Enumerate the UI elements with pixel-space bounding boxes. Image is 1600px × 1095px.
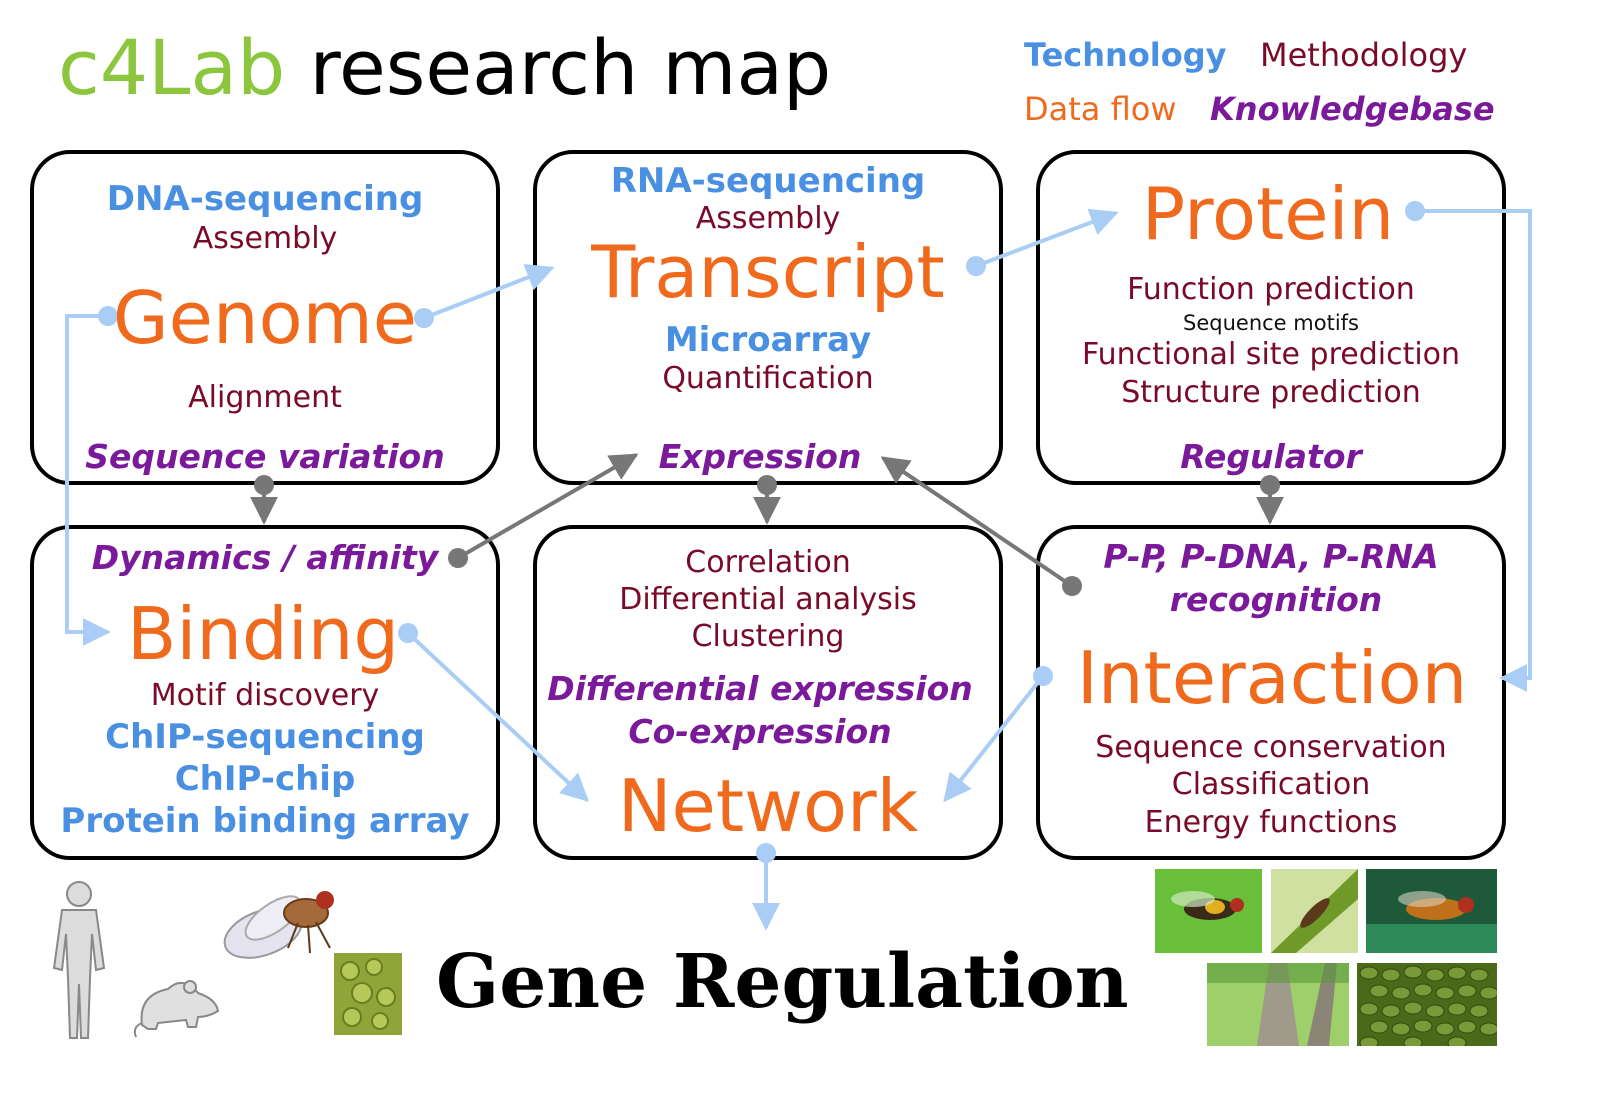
network-differential-analysis: Differential analysis	[619, 582, 917, 617]
arrow-interaction-to-network	[943, 674, 1045, 803]
protein-function-prediction: Function prediction	[1127, 272, 1415, 307]
interaction-box	[1036, 525, 1506, 860]
legend-methodology: Methodology	[1260, 36, 1468, 74]
binding-protein-array: Protein binding array	[60, 801, 470, 841]
network-box	[533, 525, 1003, 860]
interaction-sequence-conservation: Sequence conservation	[1095, 730, 1447, 765]
protein-title: Protein	[1141, 172, 1395, 256]
human-silhouette-icon	[52, 881, 106, 1039]
legend-knowledgebase: Knowledgebase	[1210, 90, 1495, 128]
protein-functional-site: Functional site prediction	[1081, 337, 1461, 372]
genome-title: Genome	[112, 276, 418, 360]
genome-knowledge: Sequence variation	[85, 437, 445, 476]
interaction-classification: Classification	[1171, 767, 1371, 802]
arrow-interaction-to-expression	[880, 456, 1074, 588]
arrow-protein-to-interaction	[1415, 209, 1532, 692]
page-title: c4Lab research map	[58, 30, 831, 106]
transcript-title: Transcript	[591, 230, 945, 314]
genome-alignment: Alignment	[188, 380, 342, 415]
interaction-title: Interaction	[1076, 636, 1468, 720]
arrow-binding-to-network	[406, 631, 590, 802]
fly-photo-2	[1366, 869, 1497, 953]
fly-photo-1	[1155, 869, 1262, 953]
transcript-assembly: Assembly	[695, 201, 841, 236]
network-clustering: Clustering	[691, 619, 845, 654]
binding-chip-seq: ChIP-sequencing	[105, 717, 425, 757]
genome-technology: DNA-sequencing	[106, 179, 424, 219]
binding-title: Binding	[126, 592, 400, 676]
title-rest: research map	[309, 23, 832, 112]
network-co-expression: Co-expression	[628, 712, 892, 751]
legend-technology: Technology	[1024, 36, 1227, 74]
network-correlation: Correlation	[685, 545, 851, 580]
interaction-energy-functions: Energy functions	[1144, 805, 1398, 840]
binding-chip-chip: ChIP-chip	[174, 759, 356, 799]
insect-on-leaf-photo	[1271, 869, 1358, 953]
protein-sequence-motifs: Sequence motifs	[1183, 311, 1359, 335]
arrow-genome-to-binding	[65, 314, 111, 646]
legend-data-flow: Data flow	[1024, 90, 1177, 128]
fruit-fly-icon	[223, 891, 334, 959]
transcript-technology: RNA-sequencing	[610, 161, 926, 201]
binding-motif-discovery: Motif discovery	[150, 678, 380, 713]
gene-regulation-title: Gene Regulation	[436, 939, 1129, 1025]
yeast-cells-photo	[334, 953, 402, 1035]
transcript-knowledge: Expression	[658, 437, 862, 476]
interaction-types: P-P, P-DNA, P-RNA	[1103, 537, 1439, 576]
mung-beans-photo	[1357, 963, 1497, 1046]
transcript-microarray: Microarray	[664, 320, 872, 360]
binding-knowledge: Dynamics / affinity	[91, 538, 439, 577]
protein-knowledge: Regulator	[1180, 437, 1362, 476]
protein-structure-prediction: Structure prediction	[1121, 375, 1421, 410]
network-differential-expression: Differential expression	[547, 669, 973, 708]
title-brand: c4Lab	[58, 23, 286, 112]
network-title: Network	[617, 764, 919, 848]
tree-trunk-photo	[1207, 963, 1349, 1046]
mouse-icon	[133, 980, 220, 1038]
genome-assembly: Assembly	[192, 221, 338, 256]
arrow-genome-to-transcript	[423, 264, 555, 320]
interaction-recognition: recognition	[1169, 580, 1383, 619]
transcript-quantification: Quantification	[662, 361, 874, 396]
binding-box	[30, 525, 500, 860]
arrow-transcript-to-protein	[975, 208, 1119, 268]
arrow-binding-to-expression	[456, 453, 639, 560]
